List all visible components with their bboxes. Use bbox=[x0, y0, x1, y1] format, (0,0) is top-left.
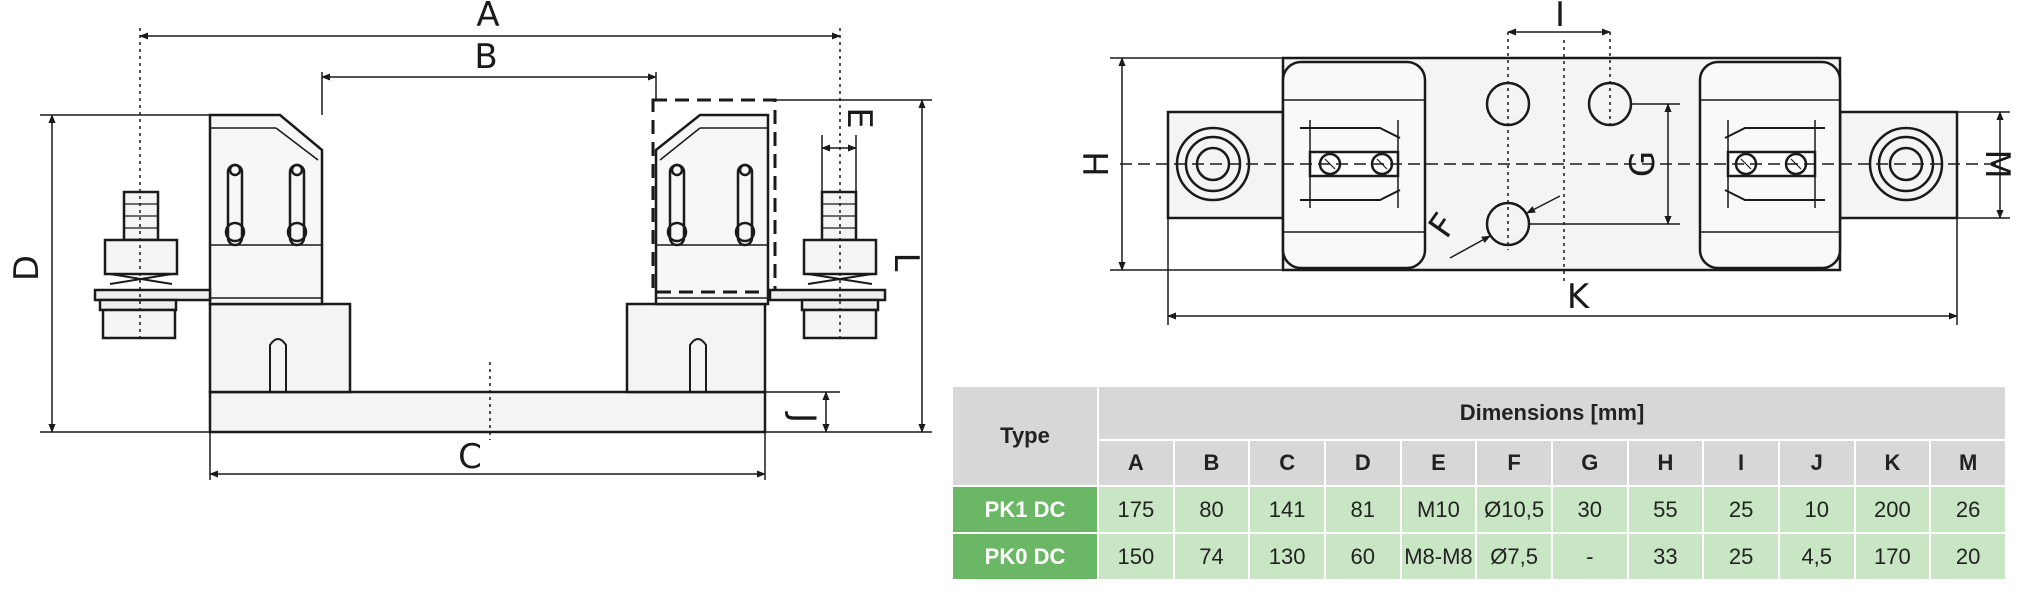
value-cell: 10 bbox=[1777, 485, 1856, 534]
top-view-dimensions bbox=[1110, 28, 2010, 325]
dim-label-g: G bbox=[1623, 151, 1663, 177]
type-header: Type bbox=[951, 385, 1099, 487]
table-row: PK1 DC 175 80 141 81 M10 Ø10,5 30 55 25 … bbox=[951, 485, 2007, 534]
value-cell: 200 bbox=[1853, 485, 1932, 534]
dim-label-k: K bbox=[1567, 277, 1591, 317]
dim-label-c: C bbox=[458, 437, 482, 477]
dimensions-header: Dimensions [mm] bbox=[1097, 385, 2007, 441]
value-cell: 25 bbox=[1702, 485, 1780, 534]
value-cell: 150 bbox=[1097, 532, 1175, 581]
value-cell: 141 bbox=[1248, 485, 1326, 534]
column-header: A bbox=[1097, 439, 1175, 487]
column-header: F bbox=[1475, 439, 1553, 487]
value-cell: 170 bbox=[1853, 532, 1932, 581]
value-cell: 80 bbox=[1172, 485, 1251, 534]
dim-label-l: L bbox=[886, 253, 926, 272]
dim-label-m: M bbox=[1977, 149, 2017, 178]
top-view bbox=[1166, 56, 1959, 272]
column-header: M bbox=[1929, 439, 2007, 487]
value-cell: Ø10,5 bbox=[1475, 485, 1553, 534]
column-header: I bbox=[1702, 439, 1780, 487]
value-cell: - bbox=[1550, 532, 1629, 581]
value-cell: 26 bbox=[1929, 485, 2007, 534]
value-cell: 30 bbox=[1550, 485, 1629, 534]
type-cell: PK0 DC bbox=[951, 532, 1099, 581]
dim-label-e: E bbox=[839, 107, 879, 128]
table-row: PK0 DC 150 74 130 60 M8-M8 Ø7,5 - 33 25 … bbox=[951, 532, 2007, 581]
value-cell: 74 bbox=[1172, 532, 1251, 581]
column-header: J bbox=[1777, 439, 1856, 487]
value-cell: M10 bbox=[1399, 485, 1478, 534]
value-cell: 33 bbox=[1626, 532, 1705, 581]
dim-label-d: D bbox=[7, 255, 47, 281]
side-view-dimensions bbox=[40, 32, 932, 480]
value-cell: 25 bbox=[1702, 532, 1780, 581]
dim-label-h: H bbox=[1077, 151, 1117, 177]
value-cell: 4,5 bbox=[1777, 532, 1856, 581]
value-cell: 175 bbox=[1097, 485, 1175, 534]
value-cell: 20 bbox=[1929, 532, 2007, 581]
dim-label-j: J bbox=[783, 411, 823, 423]
column-header: G bbox=[1550, 439, 1629, 487]
side-view bbox=[93, 98, 887, 434]
value-cell: Ø7,5 bbox=[1475, 532, 1553, 581]
column-header: B bbox=[1172, 439, 1251, 487]
column-header: E bbox=[1399, 439, 1478, 487]
value-cell: 60 bbox=[1323, 532, 1402, 581]
value-cell: 81 bbox=[1323, 485, 1402, 534]
dim-label-i: I bbox=[1555, 0, 1565, 35]
top-view-dotted-lines bbox=[1507, 32, 1611, 285]
dim-label-b: B bbox=[474, 37, 497, 77]
type-cell: PK1 DC bbox=[951, 485, 1099, 534]
value-cell: 130 bbox=[1248, 532, 1326, 581]
dimensions-table: Type Dimensions [mm] A B C D E F G H I J… bbox=[951, 385, 2007, 581]
value-cell: M8-M8 bbox=[1399, 532, 1478, 581]
value-cell: 55 bbox=[1626, 485, 1705, 534]
column-header: K bbox=[1853, 439, 1932, 487]
dim-label-a: A bbox=[476, 0, 499, 35]
side-view-centerlines bbox=[139, 28, 841, 440]
column-header: D bbox=[1323, 439, 1402, 487]
column-header: H bbox=[1626, 439, 1705, 487]
column-header: C bbox=[1248, 439, 1326, 487]
